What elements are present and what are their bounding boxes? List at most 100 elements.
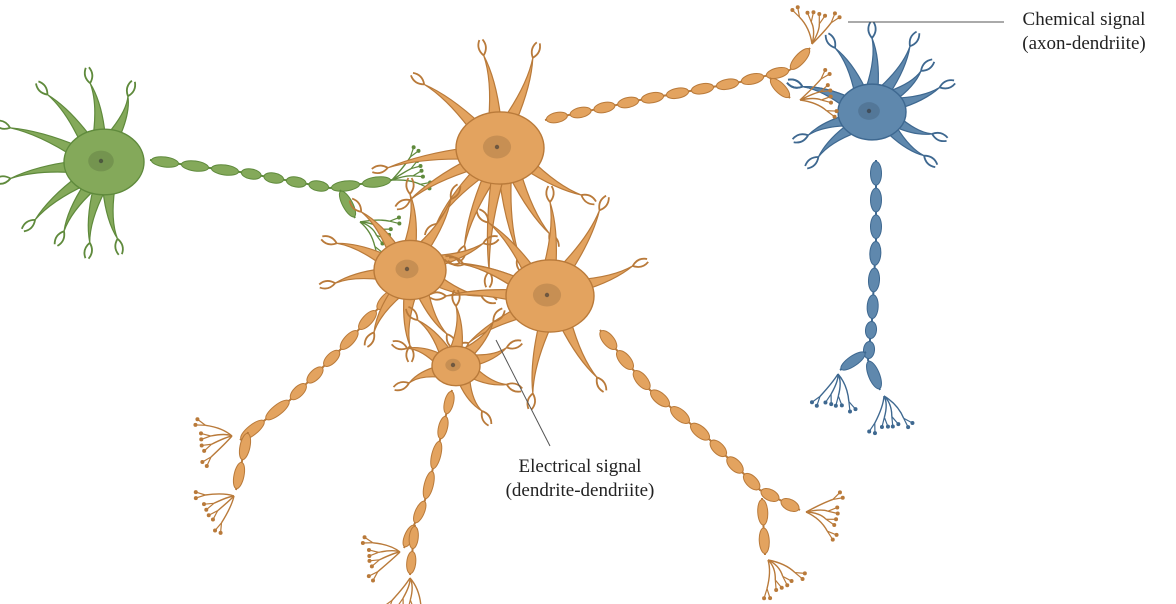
- nucleolus: [867, 109, 871, 113]
- dendrite: [505, 58, 533, 121]
- synaptic-bouton: [199, 437, 203, 441]
- synaptic-bouton: [840, 403, 844, 407]
- myelin-segment: [241, 167, 262, 180]
- synaptic-bouton: [204, 508, 208, 512]
- orange-neuron-small: [361, 290, 522, 604]
- synaptic-bouton: [910, 421, 914, 425]
- synaptic-bouton: [219, 531, 223, 535]
- myelin-segment: [869, 241, 881, 265]
- synaptic-bouton: [202, 449, 206, 453]
- myelin-segment: [868, 268, 880, 292]
- synaptic-bouton: [361, 541, 365, 545]
- myelin-segment: [787, 46, 812, 73]
- myelin-segment: [613, 348, 636, 373]
- synaptic-bouton: [420, 169, 424, 173]
- myelin-segment: [263, 171, 284, 184]
- synaptic-bouton: [194, 490, 198, 494]
- synaptic-bouton: [367, 548, 371, 552]
- myelin-segment: [181, 159, 209, 173]
- synaptic-bouton: [811, 10, 815, 14]
- dendrite: [484, 55, 501, 118]
- synaptic-bouton: [412, 145, 416, 149]
- synaptic-bouton: [213, 529, 217, 533]
- myelin-segment: [428, 440, 444, 469]
- synaptic-bouton: [371, 578, 375, 582]
- dendrite: [532, 325, 551, 393]
- myelin-segment: [871, 162, 882, 186]
- synaptic-bouton: [815, 404, 819, 408]
- electrical-signal-label: Electrical signal (dendrite-dendriite): [480, 455, 680, 503]
- synaptic-bouton: [906, 425, 910, 429]
- myelin-segment: [648, 387, 673, 410]
- myelin-segment: [411, 500, 429, 525]
- myelin-segment: [211, 163, 239, 177]
- synaptic-bouton: [790, 579, 794, 583]
- synaptic-bouton: [790, 8, 794, 12]
- dendrite: [88, 189, 105, 243]
- synaptic-bouton: [867, 429, 871, 433]
- synaptic-bouton: [833, 115, 837, 119]
- synaptic-bouton: [896, 422, 900, 426]
- synaptic-bouton: [785, 583, 789, 587]
- synaptic-bouton: [370, 564, 374, 568]
- synaptic-bouton: [841, 496, 845, 500]
- synaptic-bouton: [363, 535, 367, 539]
- myelin-segment: [321, 348, 343, 370]
- synaptic-bouton: [803, 571, 807, 575]
- synaptic-bouton: [193, 423, 197, 427]
- myelin-segment: [759, 528, 770, 554]
- green-neuron: [0, 67, 432, 258]
- synaptic-bouton: [835, 109, 839, 113]
- synaptic-bouton: [891, 425, 895, 429]
- myelin-segment: [871, 215, 882, 239]
- myelin-segment: [666, 86, 690, 100]
- myelin-segment: [304, 364, 326, 386]
- synaptic-bouton: [823, 14, 827, 18]
- synaptic-bouton: [838, 15, 842, 19]
- myelin-segment: [630, 368, 653, 393]
- myelin-segment: [286, 175, 307, 188]
- synaptic-bouton: [886, 425, 890, 429]
- myelin-segment: [617, 95, 640, 109]
- synaptic-bouton: [833, 11, 837, 15]
- synaptic-bouton: [835, 533, 839, 537]
- synaptic-bouton: [823, 400, 827, 404]
- myelin-segment: [331, 179, 360, 193]
- synaptic-bouton: [810, 400, 814, 404]
- myelin-segment: [336, 189, 358, 219]
- dendrite: [866, 38, 878, 88]
- nucleolus: [495, 145, 499, 149]
- electrical-signal-line1: Electrical signal: [480, 455, 680, 479]
- myelin-segment: [569, 105, 592, 119]
- myelin-segment: [641, 91, 665, 105]
- myelin-segment: [779, 496, 801, 514]
- synaptic-bouton: [848, 410, 852, 414]
- synaptic-bouton: [828, 89, 832, 93]
- myelin-segment: [421, 470, 437, 499]
- myelin-segment: [716, 77, 740, 91]
- electrical-signal-leader-line: [496, 340, 550, 446]
- synaptic-bouton: [200, 443, 204, 447]
- synaptic-bouton: [801, 577, 805, 581]
- synaptic-bouton: [205, 464, 209, 468]
- dendrite: [404, 295, 416, 346]
- chemical-signal-label: Chemical signal (axon-dendriite): [1004, 8, 1164, 56]
- synaptic-bouton: [199, 431, 203, 435]
- synaptic-bouton: [823, 68, 827, 72]
- synaptic-bouton: [421, 175, 425, 179]
- synaptic-bouton: [853, 407, 857, 411]
- myelin-segment: [362, 175, 391, 189]
- dendrite: [103, 189, 118, 239]
- synaptic-bouton: [202, 502, 206, 506]
- synaptic-bouton: [829, 402, 833, 406]
- synaptic-bouton: [211, 518, 215, 522]
- myelin-segment: [597, 328, 620, 353]
- synaptic-bouton: [200, 460, 204, 464]
- myelin-segment: [865, 321, 878, 339]
- myelin-segment: [668, 403, 693, 426]
- synaptic-bouton: [817, 12, 821, 16]
- myelin-segment: [237, 432, 252, 460]
- myelin-segment: [757, 499, 768, 525]
- synaptic-bouton: [835, 505, 839, 509]
